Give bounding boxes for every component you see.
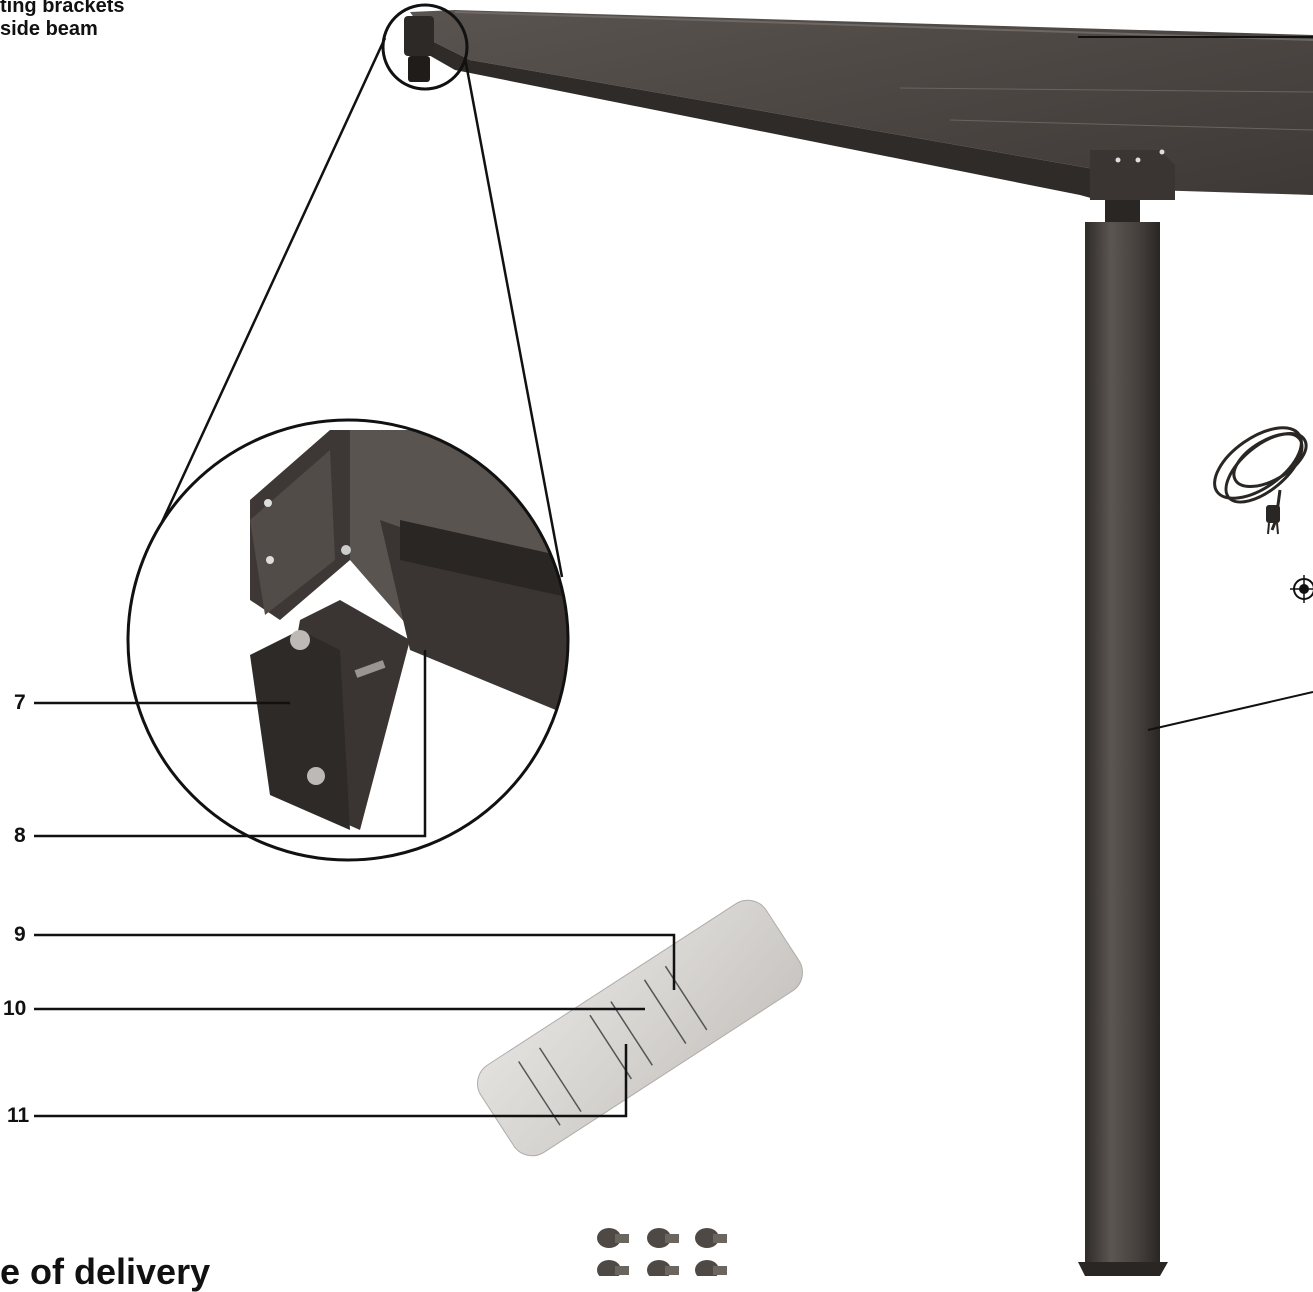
callout-label-9: 9 <box>14 924 26 946</box>
remote-control <box>469 892 811 1164</box>
section-title: e of delivery <box>0 1254 210 1290</box>
power-cable <box>1203 414 1313 530</box>
callout-label-8: 8 <box>14 825 26 847</box>
leader-9 <box>34 935 674 990</box>
caption-line-1: ting brackets <box>0 0 124 16</box>
screw-icon <box>695 1228 727 1248</box>
callout-label-10: 10 <box>3 998 26 1020</box>
pergola-roof <box>410 10 1313 200</box>
post-leader-line <box>1148 692 1313 730</box>
screw-icon <box>695 1260 727 1276</box>
screw-icon <box>597 1228 629 1248</box>
magnified-bracket-detail <box>120 410 580 870</box>
callout-label-7: 7 <box>14 692 26 714</box>
registration-mark-icon <box>1290 575 1313 603</box>
screw-icon <box>647 1260 679 1276</box>
caption-line-2: side beam <box>0 19 98 39</box>
callout-label-11: 11 <box>7 1105 29 1127</box>
post-head-right <box>1090 150 1175 225</box>
pergola-post <box>1078 222 1168 1276</box>
screw-icon <box>597 1260 629 1276</box>
screws <box>597 1228 727 1276</box>
screw-icon <box>647 1228 679 1248</box>
